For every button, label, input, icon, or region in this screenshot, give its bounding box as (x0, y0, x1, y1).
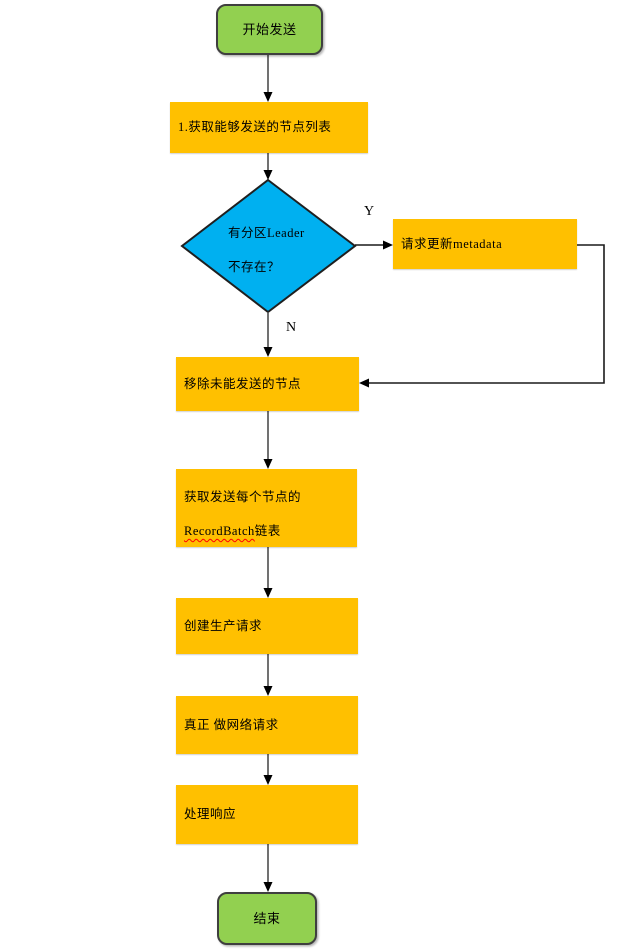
node-create-produce-request: 创建生产请求 (176, 598, 358, 654)
decision-diamond-shape (180, 178, 357, 314)
connector-network-to-handle (263, 754, 273, 785)
connector-handle-to-end (263, 844, 273, 892)
record-batch-suffix: 链表 (254, 524, 281, 538)
node-get-record-batches-line2: RecordBatch链表 (184, 514, 357, 548)
connector-decision-to-metadata (355, 240, 393, 250)
node-start: 开始发送 (216, 4, 323, 55)
edge-label-yes: Y (364, 204, 375, 219)
edge-label-no: N (286, 320, 297, 335)
connector-decision-to-remove (263, 312, 273, 357)
node-get-node-list: 1.获取能够发送的节点列表 (170, 102, 368, 153)
connector-remove-to-batches (263, 411, 273, 469)
connector-batches-to-create (263, 547, 273, 598)
node-get-record-batches: 获取发送每个节点的 RecordBatch链表 (176, 469, 357, 547)
node-handle-response-label: 处理响应 (184, 807, 237, 821)
node-remove-nodes: 移除未能发送的节点 (176, 357, 359, 411)
connector-step1-to-decision (263, 153, 273, 180)
node-create-produce-request-label: 创建生产请求 (184, 618, 263, 633)
connector-metadata-to-remove (359, 244, 605, 388)
node-start-label: 开始发送 (242, 21, 297, 37)
node-update-metadata: 请求更新metadata (393, 219, 577, 269)
node-get-record-batches-line1: 获取发送每个节点的 (184, 490, 302, 504)
node-end: 结束 (217, 892, 317, 945)
connector-create-to-network (263, 654, 273, 696)
node-handle-response: 处理响应 (176, 785, 358, 844)
record-batch-word: RecordBatch (184, 524, 255, 538)
node-end-label: 结束 (253, 910, 281, 926)
decision-label-line2: 不存在？ (228, 260, 281, 274)
node-do-network-request-label: 真正 做网络请求 (184, 717, 279, 732)
node-update-metadata-label: 请求更新metadata (401, 236, 503, 251)
connector-start-to-step1 (263, 55, 273, 102)
node-get-node-list-label: 1.获取能够发送的节点列表 (178, 120, 332, 134)
node-do-network-request: 真正 做网络请求 (176, 696, 358, 754)
decision-label-line1: 有分区Leader (228, 226, 305, 240)
node-remove-nodes-label: 移除未能发送的节点 (184, 376, 302, 391)
